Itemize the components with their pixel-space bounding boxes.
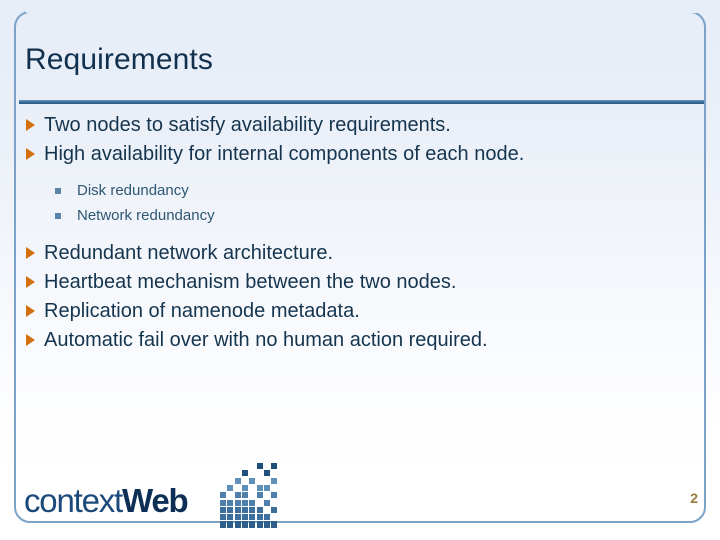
list-item: Replication of namenode metadata. bbox=[24, 297, 700, 326]
orange-triangle-bullet-icon bbox=[26, 305, 35, 317]
list-item-label: Two nodes to satisfy availability requir… bbox=[44, 114, 451, 136]
orange-triangle-bullet-icon bbox=[26, 276, 35, 288]
frame-top-mask bbox=[26, 4, 716, 13]
title-divider-rule bbox=[19, 100, 704, 104]
orange-triangle-bullet-icon bbox=[26, 247, 35, 259]
list-item: Network redundancy bbox=[24, 203, 700, 228]
list-item-label: High availability for internal component… bbox=[44, 143, 525, 165]
logo-wordmark: contextWeb bbox=[24, 482, 189, 519]
list-item: Automatic fail over with no human action… bbox=[24, 326, 700, 355]
orange-triangle-bullet-icon bbox=[26, 148, 35, 160]
list-item: Two nodes to satisfy availability requir… bbox=[24, 111, 700, 140]
blue-square-bullet-icon bbox=[55, 188, 61, 194]
logo-pixel-grid-icon bbox=[220, 463, 282, 528]
list-item-label: Automatic fail over with no human action… bbox=[44, 329, 488, 351]
list-item-label: Network redundancy bbox=[77, 207, 215, 224]
blue-square-bullet-icon bbox=[55, 213, 61, 219]
list-item: Heartbeat mechanism between the two node… bbox=[24, 268, 700, 297]
orange-triangle-bullet-icon bbox=[26, 334, 35, 346]
list-item: Disk redundancy bbox=[24, 178, 700, 203]
list-item-label: Disk redundancy bbox=[77, 182, 189, 199]
list-item: High availability for internal component… bbox=[24, 140, 700, 169]
list-item-label: Replication of namenode metadata. bbox=[44, 300, 360, 322]
logo-word-bold: Web bbox=[122, 482, 189, 519]
page-number: 2 bbox=[690, 490, 698, 506]
list-item-label: Redundant network architecture. bbox=[44, 242, 334, 264]
logo-word-light: context bbox=[24, 482, 123, 519]
orange-triangle-bullet-icon bbox=[26, 119, 35, 131]
list-item: Redundant network architecture. bbox=[24, 239, 700, 268]
page-title: Requirements bbox=[25, 43, 213, 76]
list-item-label: Heartbeat mechanism between the two node… bbox=[44, 271, 457, 293]
bullet-list: Two nodes to satisfy availability requir… bbox=[24, 111, 700, 355]
frame-right-mask bbox=[714, 4, 720, 474]
contextweb-logo: contextWeb bbox=[24, 463, 278, 528]
